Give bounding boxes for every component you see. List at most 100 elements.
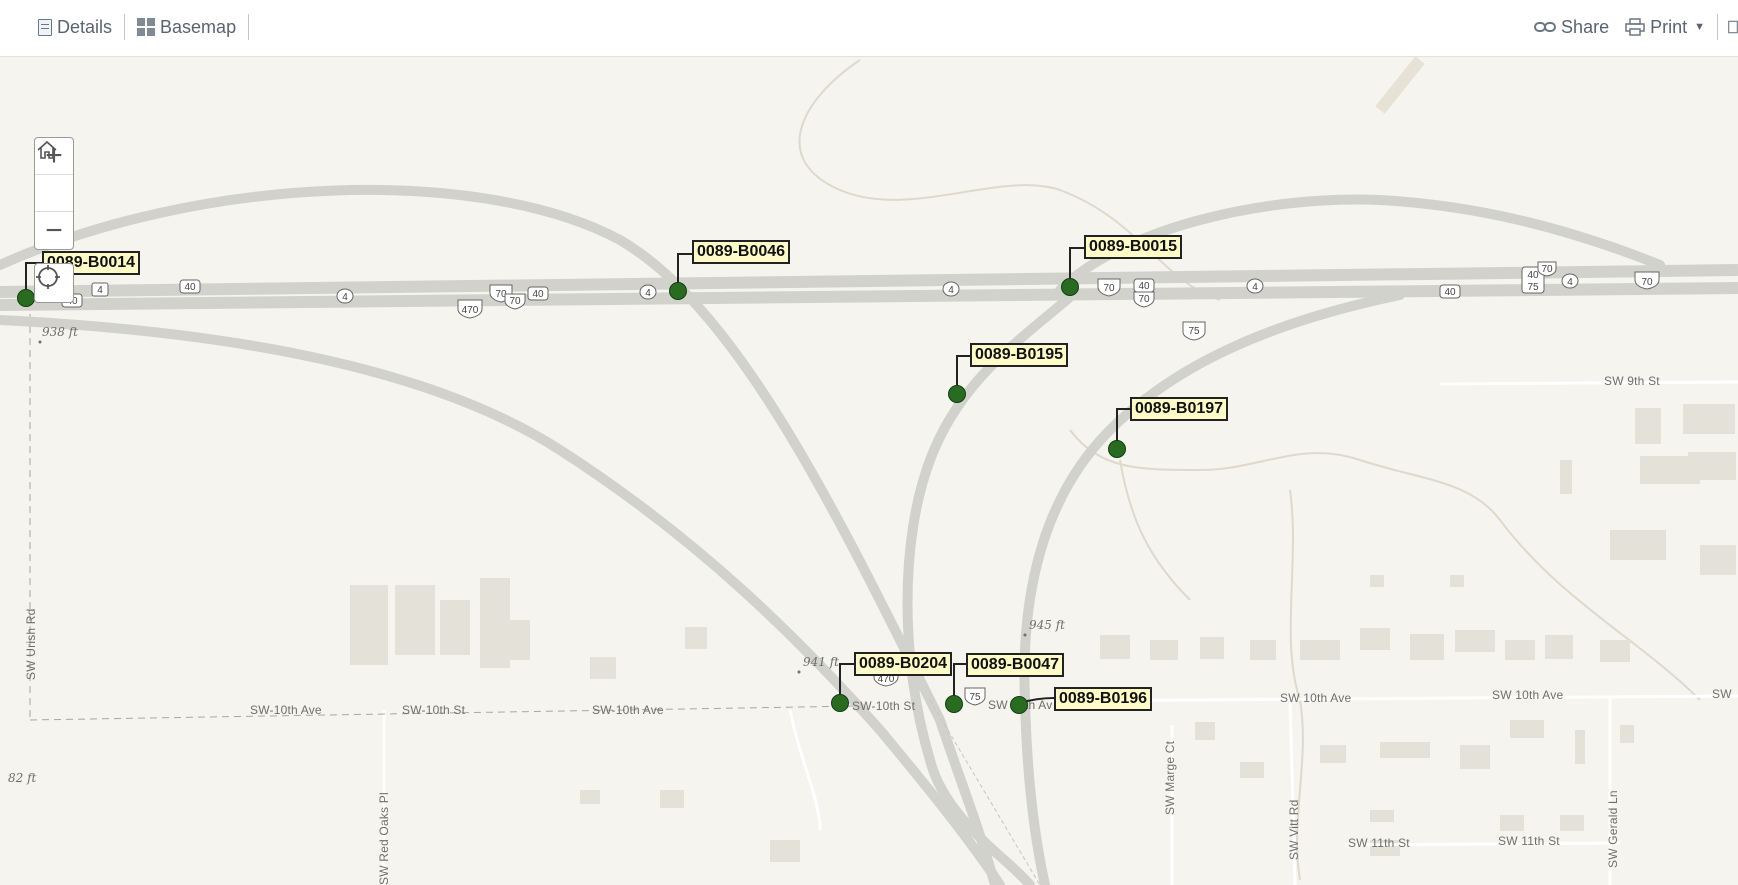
highway-ramps [0, 184, 1665, 885]
boundary-lines [29, 290, 861, 721]
svg-text:70: 70 [1103, 283, 1115, 294]
street-label-sw-11th-st: SW 11th St [1348, 836, 1410, 850]
label-leader-lines [25, 247, 1130, 704]
basemap-button[interactable]: Basemap [129, 17, 244, 38]
svg-text:4: 4 [948, 285, 954, 296]
us-route-shield: 40 [179, 279, 201, 294]
details-button[interactable]: Details [30, 17, 120, 38]
us-route-shield: 75 [964, 687, 986, 706]
measure-button[interactable] [1722, 18, 1738, 36]
toolbar-divider [1717, 14, 1718, 40]
svg-text:70: 70 [1138, 294, 1150, 305]
plus-icon: + [45, 139, 63, 172]
toolbar-divider [124, 14, 126, 40]
svg-text:4: 4 [645, 288, 651, 299]
elevation-label: 941 ft [803, 655, 839, 669]
rail-line [929, 699, 1041, 885]
svg-text:470: 470 [878, 674, 895, 685]
us-route-shield: 40 [1133, 278, 1155, 293]
bridge-label[interactable]: 0089-B0195 [970, 343, 1069, 367]
bridge-label[interactable]: 0089-B0046 [692, 240, 791, 264]
link-icon [1534, 22, 1557, 32]
bridge-point[interactable] [669, 282, 687, 300]
minor-streets [382, 380, 1738, 885]
interstate-shield: 70 [1634, 271, 1660, 290]
print-label: Print [1650, 16, 1688, 37]
state-route-shield: 4 [1561, 273, 1579, 289]
street-label-sw-10th-ave: SW 10th Ave [1280, 691, 1351, 705]
minus-icon: − [45, 213, 63, 247]
state-route-shield: 4 [91, 282, 109, 297]
print-button[interactable]: Print ▼ [1617, 17, 1713, 38]
bridge-label[interactable]: 0089-B0015 [1084, 235, 1183, 259]
state-route-shield: 4 [336, 288, 354, 304]
chevron-down-icon: ▼ [1694, 21, 1705, 33]
svg-text:70: 70 [495, 289, 507, 300]
svg-text:40: 40 [1527, 270, 1539, 281]
printer-icon [1625, 18, 1645, 36]
bridge-label[interactable]: 0089-B0196 [1054, 687, 1153, 711]
street-label-sw-10th-st: SW-10th St [852, 699, 916, 713]
interstate-shield: 470 [457, 299, 483, 319]
street-label-sw-vitt-rd: SW Vitt Rd [1287, 800, 1301, 860]
street-label-sw-9th-st: SW 9th St [1604, 374, 1660, 388]
svg-text:40: 40 [1138, 281, 1150, 292]
bridge-point[interactable] [1108, 440, 1126, 458]
interstate-shield: 70 [504, 293, 526, 310]
svg-text:75: 75 [1527, 282, 1539, 293]
basemap-label: Basemap [160, 16, 237, 37]
bridge-label[interactable]: 0089-B0204 [854, 652, 953, 676]
street-label-sw-urish-rd: SW Urish Rd [24, 608, 38, 680]
share-label: Share [1561, 16, 1610, 37]
interstate-shield: 70 [1537, 261, 1557, 277]
street-label-sw-10th-st: SW-10th St [402, 703, 466, 717]
buildings [350, 404, 1736, 862]
elevation-label: 938 ft [42, 325, 78, 339]
state-route-shield: 4 [639, 284, 657, 300]
details-label: Details [57, 16, 113, 37]
locate-button[interactable] [34, 263, 74, 303]
bridge-point[interactable] [17, 289, 35, 307]
zoom-controls: + − [34, 137, 74, 250]
street-label-sw-red-oaks-pl: SW Red Oaks Pl [377, 792, 391, 885]
bridge-label[interactable]: 0089-B0197 [1130, 397, 1229, 421]
street-label-sw-10th-ave: SW-10th Ave [592, 703, 664, 717]
interstate-shield: 70 [1097, 278, 1121, 297]
svg-text:4: 4 [1252, 282, 1258, 293]
bridge-point[interactable] [1061, 278, 1079, 296]
basemap-canvas: SW 9th St SW-10th Ave SW-10th St SW-10th… [0, 57, 1738, 885]
zoom-out-button[interactable]: − [35, 212, 73, 249]
home-button[interactable] [35, 140, 73, 212]
details-icon [38, 18, 52, 36]
interstate-shield: 70 [1133, 291, 1155, 308]
svg-text:4: 4 [1567, 277, 1573, 288]
svg-text:4: 4 [342, 292, 348, 303]
street-label-sw-10th-ave: SW-10th Ave [250, 703, 322, 717]
svg-text:75: 75 [1188, 326, 1200, 337]
elevation-label: 945 ft [1029, 618, 1065, 632]
svg-text:40: 40 [1444, 287, 1456, 298]
bridge-point[interactable] [1010, 696, 1028, 714]
svg-text:470: 470 [462, 305, 479, 316]
svg-text:75: 75 [969, 692, 981, 703]
svg-text:70: 70 [509, 296, 521, 307]
street-label-sw-gerald-ln: SW Gerald Ln [1606, 790, 1620, 868]
bridge-point[interactable] [945, 695, 963, 713]
zoom-in-button[interactable]: + [35, 138, 73, 175]
share-button[interactable]: Share [1526, 17, 1617, 38]
bridge-point[interactable] [831, 694, 849, 712]
us-route-shield: 40 75 [1521, 266, 1545, 294]
elevation-label: 82 ft [8, 771, 37, 785]
street-labels: SW 9th St SW-10th Ave SW-10th St SW-10th… [24, 374, 1732, 885]
bridge-point[interactable] [948, 385, 966, 403]
street-label-sw-11th-st: SW 11th St [1498, 834, 1560, 848]
us-route-shield: 75 [1182, 321, 1206, 341]
us-route-shield: 40 [527, 286, 549, 301]
street-label-sw-10th-ave: SW [1712, 687, 1732, 701]
svg-text:4: 4 [97, 285, 103, 296]
interstate-70 [0, 264, 1738, 311]
map-view[interactable]: SW 9th St SW-10th Ave SW-10th St SW-10th… [0, 57, 1738, 885]
bridge-label[interactable]: 0089-B0047 [966, 653, 1065, 677]
state-route-shield: 4 [1246, 278, 1264, 294]
svg-text:40: 40 [184, 282, 196, 293]
